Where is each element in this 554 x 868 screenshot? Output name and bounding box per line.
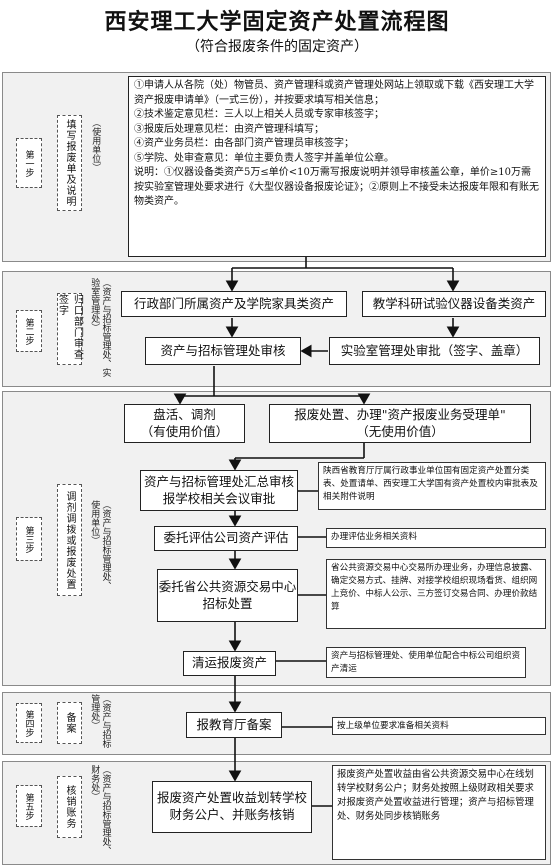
step2-unit: （资产与招标管理处、实验室管理处） xyxy=(89,278,111,377)
step3-label: 调剂调拨或报废处置 xyxy=(57,484,82,596)
step2-number: 第二步 xyxy=(23,317,34,345)
step1-instructions: ①申请人从各院（处）物管员、资产管理科或资产管理处网站上领取或下载《西安理工大学… xyxy=(128,76,546,257)
scrap-box-text: 报废处置、办理"资产报废业务受理单" （无使用价值） xyxy=(294,406,506,439)
step4-label: 备案 xyxy=(57,702,82,744)
step1-line-4: ④资产业务员栏：由各部门资产管理员审核签字； xyxy=(134,138,354,149)
clear-assets-note: 资产与招标管理处、使用单位配合中标公司组织资产清运 xyxy=(326,647,526,678)
filing-note: 按上级单位要求准备相关资料 xyxy=(332,717,546,735)
step1-label: 填写报废单及说明 xyxy=(57,115,82,211)
revenue-writeoff-note: 报废资产处置收益由省公共资源交易中心在线划转学校财务公户；财务处按照上级财政相关… xyxy=(332,765,546,860)
step4-number: 第四步 xyxy=(23,709,34,737)
summary-note: 陕西省教育厅厅属行政事业单位国有固定资产处置分类表、处置请单、西安理工大学国有资… xyxy=(318,462,546,510)
step5-label: 核销账务 xyxy=(57,776,82,838)
scrap-box: 报废处置、办理"资产报废业务受理单" （无使用价值） xyxy=(269,404,531,443)
step3-badge: 第三步 xyxy=(16,517,42,561)
page-title: 西安理工大学固定资产处置流程图 xyxy=(104,9,450,35)
admin-assets-box: 行政部门所属资产及学院家具类资产 xyxy=(121,291,347,317)
evaluation-box: 委托评估公司资产评估 xyxy=(154,526,298,551)
step1-line-1: ①申请人从各院（处）物管员、资产管理科或资产管理处网站上领取或下载《西安理工大学… xyxy=(134,80,534,106)
lab-equipment-box: 教学科研试验仪器设备类资产 xyxy=(362,291,546,317)
clear-assets-box: 清运报废资产 xyxy=(183,651,276,676)
step1-line-5: ⑤学院、处审查意见：单位主要负责人签字并盖单位公章。 xyxy=(134,152,394,164)
step3-unit: （资产与招标管理处、使用单位） xyxy=(89,500,111,590)
reuse-box: 盘活、调剂 （有使用价值） xyxy=(124,404,245,443)
step3-number: 第三步 xyxy=(23,525,34,553)
step2-label: 归口部门审查签字 xyxy=(57,293,83,365)
lab-office-approval-box: 实验室管理处审批（签字、盖章） xyxy=(329,337,540,365)
reuse-box-text: 盘活、调剂 （有使用价值） xyxy=(140,406,229,439)
step1-line-2: ②技术鉴定意见栏：三人以上相关人员或专家审核签字； xyxy=(134,109,384,120)
step1-unit: （使用单位） xyxy=(90,118,101,172)
step5-unit: （资产与招标管理处、财务处） xyxy=(89,765,111,855)
step5-number: 第五步 xyxy=(23,792,34,820)
page-subtitle: （符合报废条件的固定资产） xyxy=(186,39,368,55)
asset-office-review-box: 资产与招标管理处审核 xyxy=(145,337,301,365)
filing-box: 报教育厅备案 xyxy=(186,712,282,738)
step1-line-3: ③报废后处理意见栏：由资产管理科填写； xyxy=(134,123,324,135)
step2-panel xyxy=(2,271,551,387)
step4-unit: （资产与招标管理处） xyxy=(89,694,111,748)
step1-number: 第一步 xyxy=(23,149,34,177)
step1-badge: 第一步 xyxy=(16,138,42,188)
summary-approval-box: 资产与招标管理处汇总审核报学校相关会议审批 xyxy=(140,470,298,511)
step1-line-6: 说明：①仪器设备类资产5万≤单价<10万需写报废说明并领导审核盖公章，单价≥10… xyxy=(134,167,539,207)
step2-badge: 第二步 xyxy=(16,310,42,352)
trade-center-box: 委托省公共资源交易中心招标处置 xyxy=(157,569,298,622)
evaluation-note: 办理评估业务相关资料 xyxy=(326,528,546,548)
step5-badge: 第五步 xyxy=(16,785,42,827)
step4-badge: 第四步 xyxy=(16,703,42,743)
trade-center-note: 省公共资源交易中心交易所办理业务，办理信息披露、确定交易方式、挂牌、对接学校组织… xyxy=(326,559,546,629)
revenue-writeoff-box: 报废资产处置收益划转学校财务公户、并账务核销 xyxy=(152,781,312,833)
